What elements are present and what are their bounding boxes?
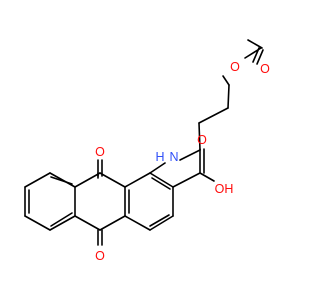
bond-lines [24,39,264,246]
bond-n-to-ring [149,162,166,174]
atom-amine-nitrogen: N [169,150,178,164]
bond-c3-c4 [149,215,174,231]
bond-c6-c5 [24,215,51,231]
bond-c9a-c9 [99,172,126,188]
atom-ester-carbonyl-oxygen: O [260,62,270,76]
bond-c9-c8a [74,172,101,188]
bond-c3-c4-inner [149,214,170,227]
bond-carbonyl-to-ester-o [244,47,262,59]
bond-ester-carbonyl-c-o-double [256,49,264,65]
bond-c1-c2-inner [151,177,171,190]
bond-c1-c2 [149,172,174,188]
chemical-structure: O O N H O O O OH [24,39,270,263]
bond-c5-c10a [49,215,76,231]
bond-chain-1 [227,84,230,109]
bond-acid-c-oh [199,172,215,182]
bond-ester-o-to-ch2 [222,75,230,86]
bond-c10a-c10 [74,215,101,231]
bond-c8a-c8-inner [50,176,73,185]
bond-c4-c4a [124,215,151,231]
atom-ester-bridge-oxygen: O [230,60,240,74]
bond-chain-3 [198,122,201,151]
bond-chain-2 [198,107,229,124]
atom-labels: O O N H O O O OH [95,60,270,263]
bond-methyl-carbonyl [247,39,263,49]
bond-c5-c10a-inner [50,212,73,227]
atom-acid-carbonyl-oxygen: O [197,133,207,147]
bond-c8-c7 [24,172,51,188]
atom-quinone-oxygen-top: O [95,145,105,159]
atom-amine-hydrogen: H [155,150,164,164]
atom-quinone-oxygen-bottom: O [95,249,105,263]
bond-c2-to-acid-c [172,172,201,188]
bond-c9a-c1 [124,172,151,188]
atom-acid-hydroxyl: OH [215,182,234,196]
bond-c10-c4a [99,215,126,231]
bond-chain-to-n [179,149,201,161]
